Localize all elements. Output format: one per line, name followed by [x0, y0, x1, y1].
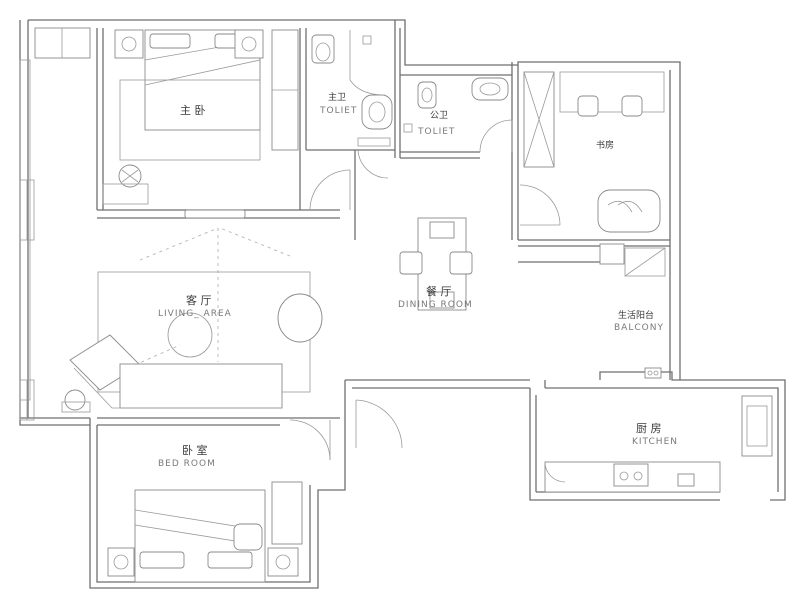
living-label-en: LIVING_ AREA — [158, 309, 232, 319]
study-label-cn: 书房 — [596, 139, 614, 151]
kitchen-fixtures — [544, 395, 773, 493]
bedroom-furniture — [107, 481, 303, 583]
kitchen-label-cn: 厨 房 — [636, 422, 662, 435]
living-label-cn: 客 厅 — [186, 293, 212, 307]
bedroom-label-en: BED ROOM — [158, 459, 216, 469]
bedroom-label-cn: 卧 室 — [182, 443, 208, 457]
dining-furniture — [399, 217, 473, 311]
left-windows — [19, 59, 35, 421]
master-bath-label-en: TOLIET — [319, 106, 357, 116]
public-bath-fixtures — [403, 77, 513, 153]
balcony-label-en: BALCONY — [614, 323, 664, 333]
balcony-label-cn: 生活阳台 — [618, 309, 654, 321]
master-bath-fixtures — [311, 30, 393, 179]
dining-label-cn: 餐 厅 — [426, 284, 452, 298]
study-furniture — [519, 71, 665, 233]
balcony-fixtures — [599, 243, 666, 379]
public-bath-label-cn: 公卫 — [430, 110, 448, 121]
master-bath-label-cn: 主卫 — [328, 91, 346, 103]
room-labels: 主 卧 主卫 TOLIET 公卫 TOLIET 书房 餐 厅 DINING RO… — [158, 91, 678, 469]
kitchen-label-en: KITCHEN — [632, 437, 678, 447]
dining-label-en: DINING ROOM — [398, 300, 473, 310]
walls — [19, 19, 786, 589]
public-bath-label-en: TOLIET — [417, 127, 455, 137]
master-bedroom-label-cn: 主 卧 — [180, 104, 206, 117]
living-furniture — [61, 227, 403, 461]
master-bedroom-furniture — [34, 27, 351, 219]
